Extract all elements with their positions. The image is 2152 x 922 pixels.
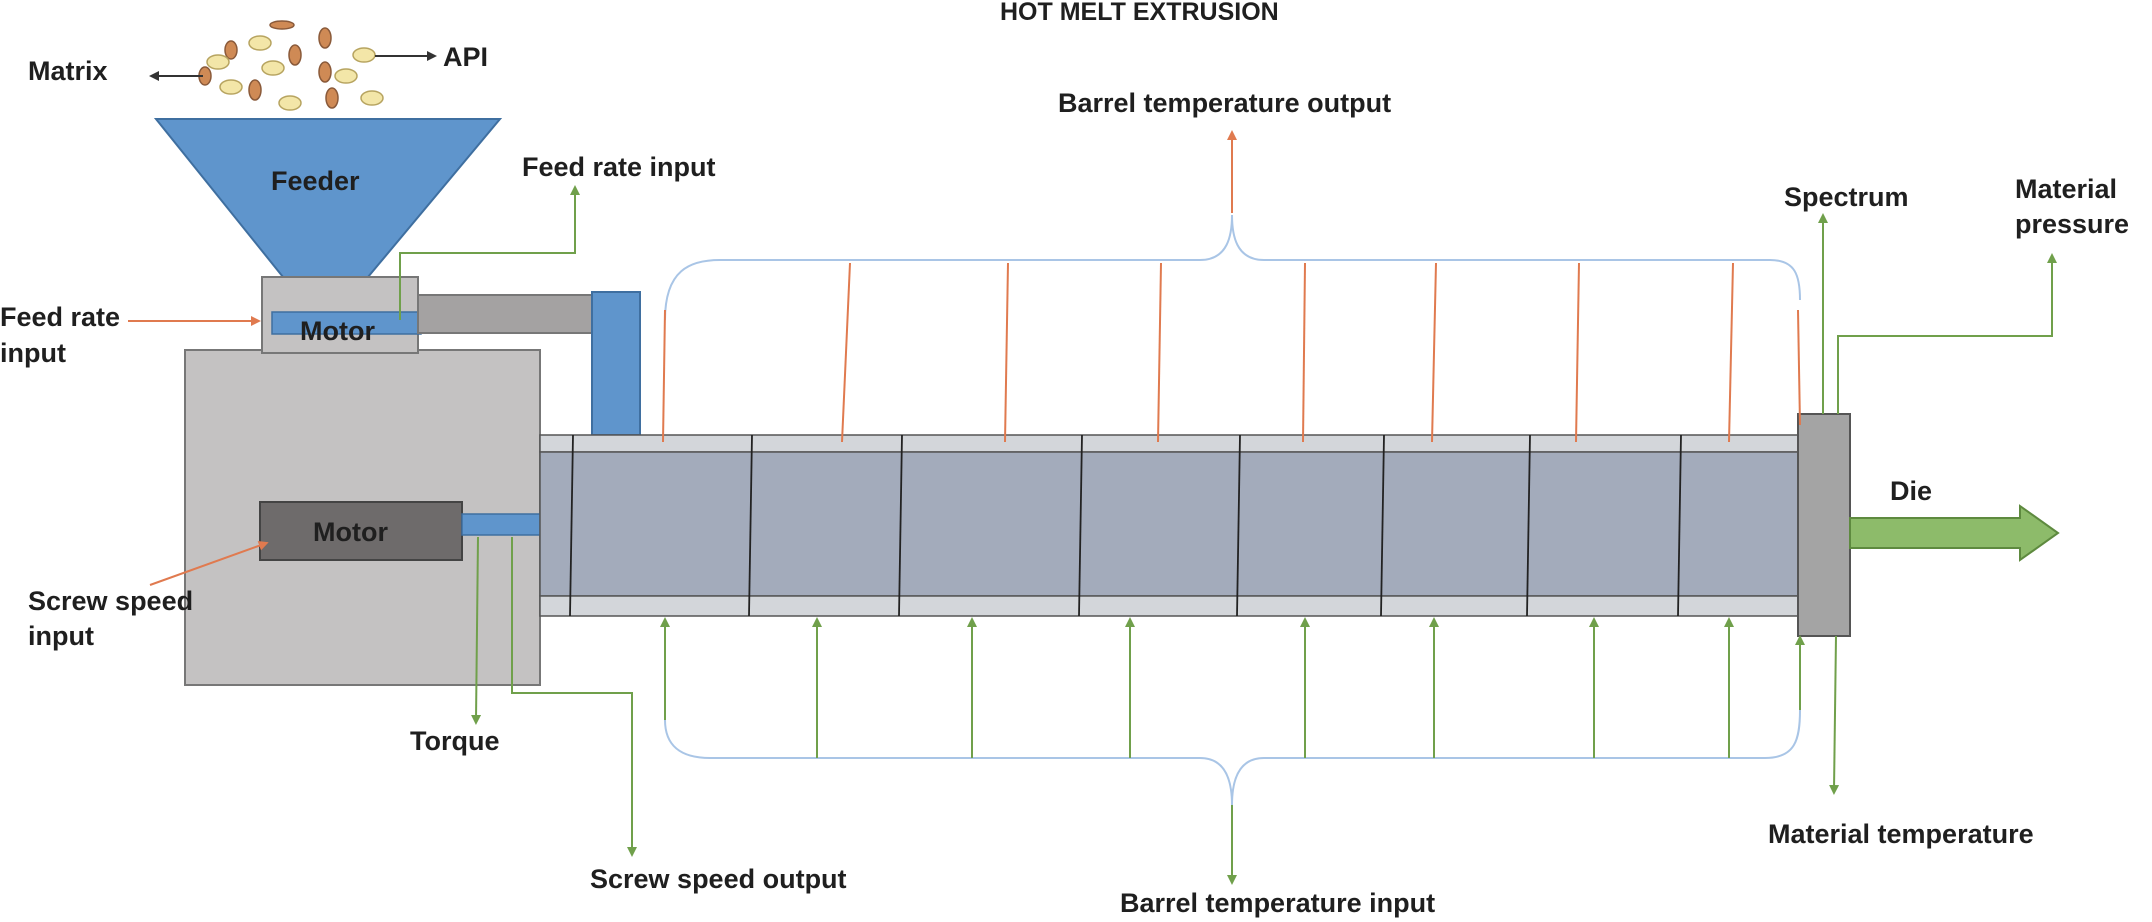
feeder-drive-arm: [417, 294, 593, 334]
api-pellet: [261, 60, 285, 76]
die-label: Die: [1890, 476, 1932, 506]
matrix-pellet: [318, 61, 332, 83]
barrel-zone-divider: [898, 434, 903, 617]
barrel-heater-input-arrows: [660, 617, 1805, 758]
screw-speed-input-arrow: [149, 540, 269, 586]
barrel-temperature-input-bracket: [664, 709, 1801, 806]
temperature-sensor-line: [662, 309, 666, 443]
api-pellet: [334, 68, 358, 84]
feed-rate-input-left-label-line2: input: [0, 338, 66, 368]
feeder-label: Feeder: [271, 166, 360, 196]
barrel-zone-divider: [748, 434, 753, 617]
screw-motor-label: Motor: [313, 517, 388, 547]
temperature-sensor-line: [1302, 262, 1306, 443]
die-block: [1797, 413, 1851, 637]
matrix-pellet: [248, 79, 262, 101]
barrel-zone-dividers: [569, 434, 1682, 617]
temperature-sensor-line: [1797, 309, 1801, 426]
feeder-motor-label: Motor: [300, 316, 375, 346]
temperature-sensor-line: [1575, 262, 1580, 443]
temperature-sensor-line: [1157, 262, 1162, 443]
matrix-pellet: [318, 27, 332, 49]
screw-drive-motor: [259, 501, 463, 561]
screw-speed-input-label-line1: Screw speed: [28, 586, 193, 616]
barrel-zone-divider: [1526, 434, 1531, 617]
material-temperature-label: Material temperature: [1768, 819, 2034, 849]
matrix-pellet: [269, 20, 295, 30]
barrel-temperature-output-bracket: [664, 214, 1801, 321]
barrel-zone-divider: [1078, 434, 1083, 617]
api-pellet: [278, 95, 302, 111]
barrel-bottom-rim: [539, 595, 1799, 617]
matrix-label: Matrix: [28, 56, 108, 86]
feeder-drive-connector: [591, 291, 641, 436]
extruder-barrel: [539, 451, 1799, 597]
screw-motor-shaft: [461, 513, 541, 536]
torque-label: Torque: [410, 726, 500, 756]
feed-rate-input-signal-line: [399, 185, 580, 320]
api-pellet: [352, 47, 376, 63]
barrel-temperature-input-label: Barrel temperature input: [1120, 888, 1435, 918]
material-temperature-output-arrow: [1829, 635, 1840, 795]
barrel-zone-divider: [1677, 434, 1682, 617]
torque-output-arrow: [471, 536, 482, 725]
spectrum-label: Spectrum: [1784, 182, 1909, 212]
api-pellet: [206, 54, 230, 70]
material-pressure-signal-line: [1837, 253, 2057, 414]
material-pellets: [198, 20, 384, 111]
feed-rate-input-left-label-line1: Feed rate: [0, 302, 120, 332]
temperature-sensor-line: [1728, 262, 1734, 443]
api-pellet: [360, 90, 384, 106]
barrel-temperature-output-label: Barrel temperature output: [1058, 88, 1391, 118]
api-label: API: [443, 42, 488, 72]
barrel-top-rim: [539, 434, 1799, 453]
barrel-temperature-sensor-lines: [662, 262, 1801, 443]
temperature-sensor-line: [1431, 262, 1437, 443]
feed-rate-input-top-label: Feed rate input: [522, 152, 716, 182]
barrel-zone-divider: [1380, 434, 1385, 617]
barrel-zone-divider: [1236, 434, 1241, 617]
matrix-pellet: [325, 87, 339, 109]
matrix-pellet: [224, 40, 238, 60]
screw-speed-input-label-line2: input: [28, 621, 94, 651]
screw-speed-output-label: Screw speed output: [590, 864, 847, 894]
temperature-sensor-line: [1004, 262, 1009, 443]
die-output-arrow: [1849, 504, 2060, 562]
screw-speed-output-line: [511, 537, 637, 857]
matrix-pellet: [288, 44, 302, 66]
api-pellet: [248, 35, 272, 51]
diagram-title: HOT MELT EXTRUSION: [1000, 0, 1279, 26]
barrel-zone-divider: [569, 434, 574, 617]
api-pellet: [219, 79, 243, 95]
material-pressure-label-line2: pressure: [2015, 209, 2129, 239]
material-pressure-label-line1: Material: [2015, 174, 2117, 204]
temperature-sensor-line: [841, 262, 851, 443]
